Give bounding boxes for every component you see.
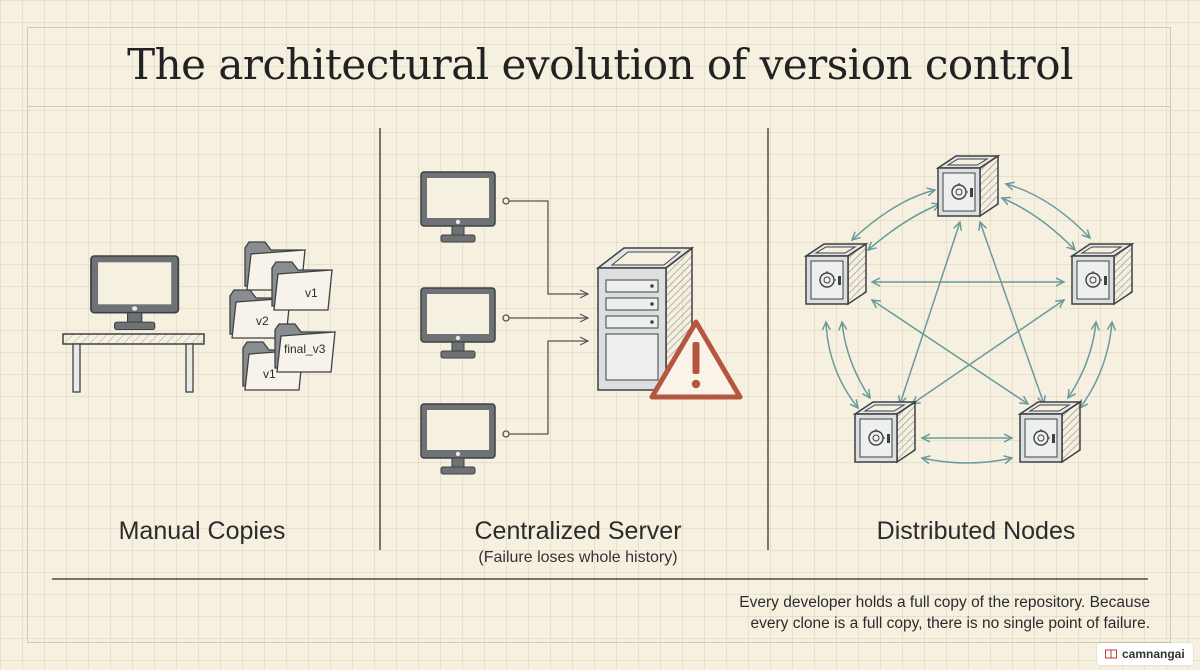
file-label: final_v3: [284, 342, 326, 356]
safe-icon: [1071, 243, 1133, 305]
panel-label-manual-copies: Manual Copies: [118, 517, 286, 545]
watermark-text: camnangai: [1122, 647, 1185, 661]
caption-line-2: every clone is a full copy, there is no …: [750, 615, 1150, 632]
panel-sublabel-centralized: (Failure loses whole history): [478, 549, 678, 566]
safe-icon: [1019, 401, 1081, 463]
panel-label-centralized-server: Centralized Server: [474, 517, 682, 545]
safe-icon: [854, 401, 916, 463]
title-band: [27, 27, 1171, 107]
file-label: v1: [263, 367, 276, 381]
file-label: v2: [256, 314, 269, 328]
panel-label-distributed-nodes: Distributed Nodes: [876, 517, 1076, 545]
manual-copies-illustration: v1 v2 final_v3 v1: [62, 241, 336, 393]
warning-icon: [649, 319, 743, 400]
computer-icon: [420, 403, 496, 475]
file-label: v1: [305, 286, 318, 300]
caption: Every developer holds a full copy of the…: [640, 592, 1150, 634]
watermark-badge: camnangai: [1097, 643, 1193, 665]
computer-icon: [420, 171, 496, 243]
centralized-illustration: [420, 171, 743, 475]
desk-icon: [62, 333, 205, 393]
book-icon: [1105, 649, 1117, 659]
safe-icon: [937, 155, 999, 217]
page-title: The architectural evolution of version c…: [127, 40, 1073, 89]
safe-icon: [805, 243, 867, 305]
computer-icon: [90, 255, 180, 331]
server-icon: [595, 246, 695, 392]
caption-line-1: Every developer holds a full copy of the…: [739, 594, 1150, 611]
distributed-illustration: [805, 155, 1133, 463]
diagram-frame: [27, 27, 1171, 643]
computer-icon: [420, 287, 496, 359]
